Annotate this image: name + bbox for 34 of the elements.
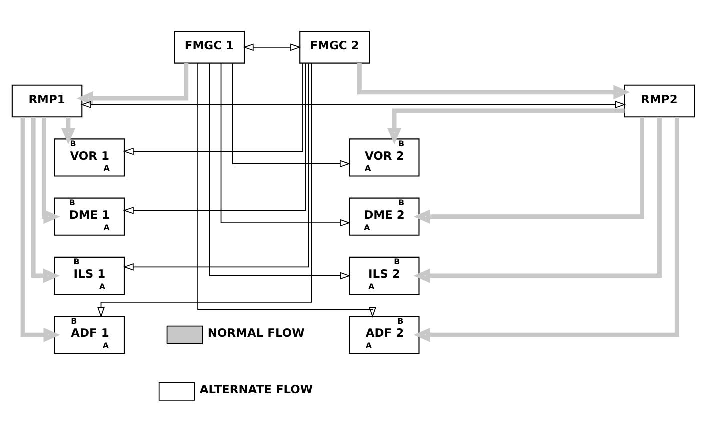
node-box: B ILS 1 A [54, 256, 126, 295]
node-box: B VOR 1 A [54, 138, 126, 176]
node-box: B ADF 2 A [349, 316, 420, 354]
node-box: B ADF 1 A [54, 316, 126, 354]
legend-label: NORMAL FLOW [208, 326, 305, 340]
arrow [76, 62, 189, 106]
arrow [243, 43, 302, 51]
arrow [198, 62, 376, 318]
arrow [98, 62, 312, 318]
arrow [123, 62, 304, 155]
node-box: B VOR 2 A [349, 138, 420, 176]
arrow [80, 100, 626, 108]
arrow [31, 116, 60, 283]
arrow [357, 62, 630, 100]
arrow [414, 116, 644, 224]
node-box: FMGC 1 [174, 30, 246, 64]
node-box: RMP2 [624, 84, 696, 118]
arrow [123, 62, 310, 270]
arrow [232, 62, 351, 168]
legend-label: ALTERNATE FLOW [200, 382, 314, 396]
node-box: RMP1 [12, 84, 83, 118]
arrow [414, 116, 680, 342]
arrow [209, 62, 351, 280]
node-box: B ILS 2 A [349, 256, 420, 295]
arrow [220, 62, 351, 226]
arrow [42, 116, 60, 224]
arrow [61, 116, 76, 144]
node-box: B DME 1 A [54, 197, 126, 236]
arrow [123, 62, 306, 214]
node-box: FMGC 2 [300, 30, 370, 64]
arrow [20, 116, 60, 342]
arrow [387, 108, 625, 144]
arrow [414, 116, 662, 283]
node-box: B DME 2 A [349, 197, 420, 236]
